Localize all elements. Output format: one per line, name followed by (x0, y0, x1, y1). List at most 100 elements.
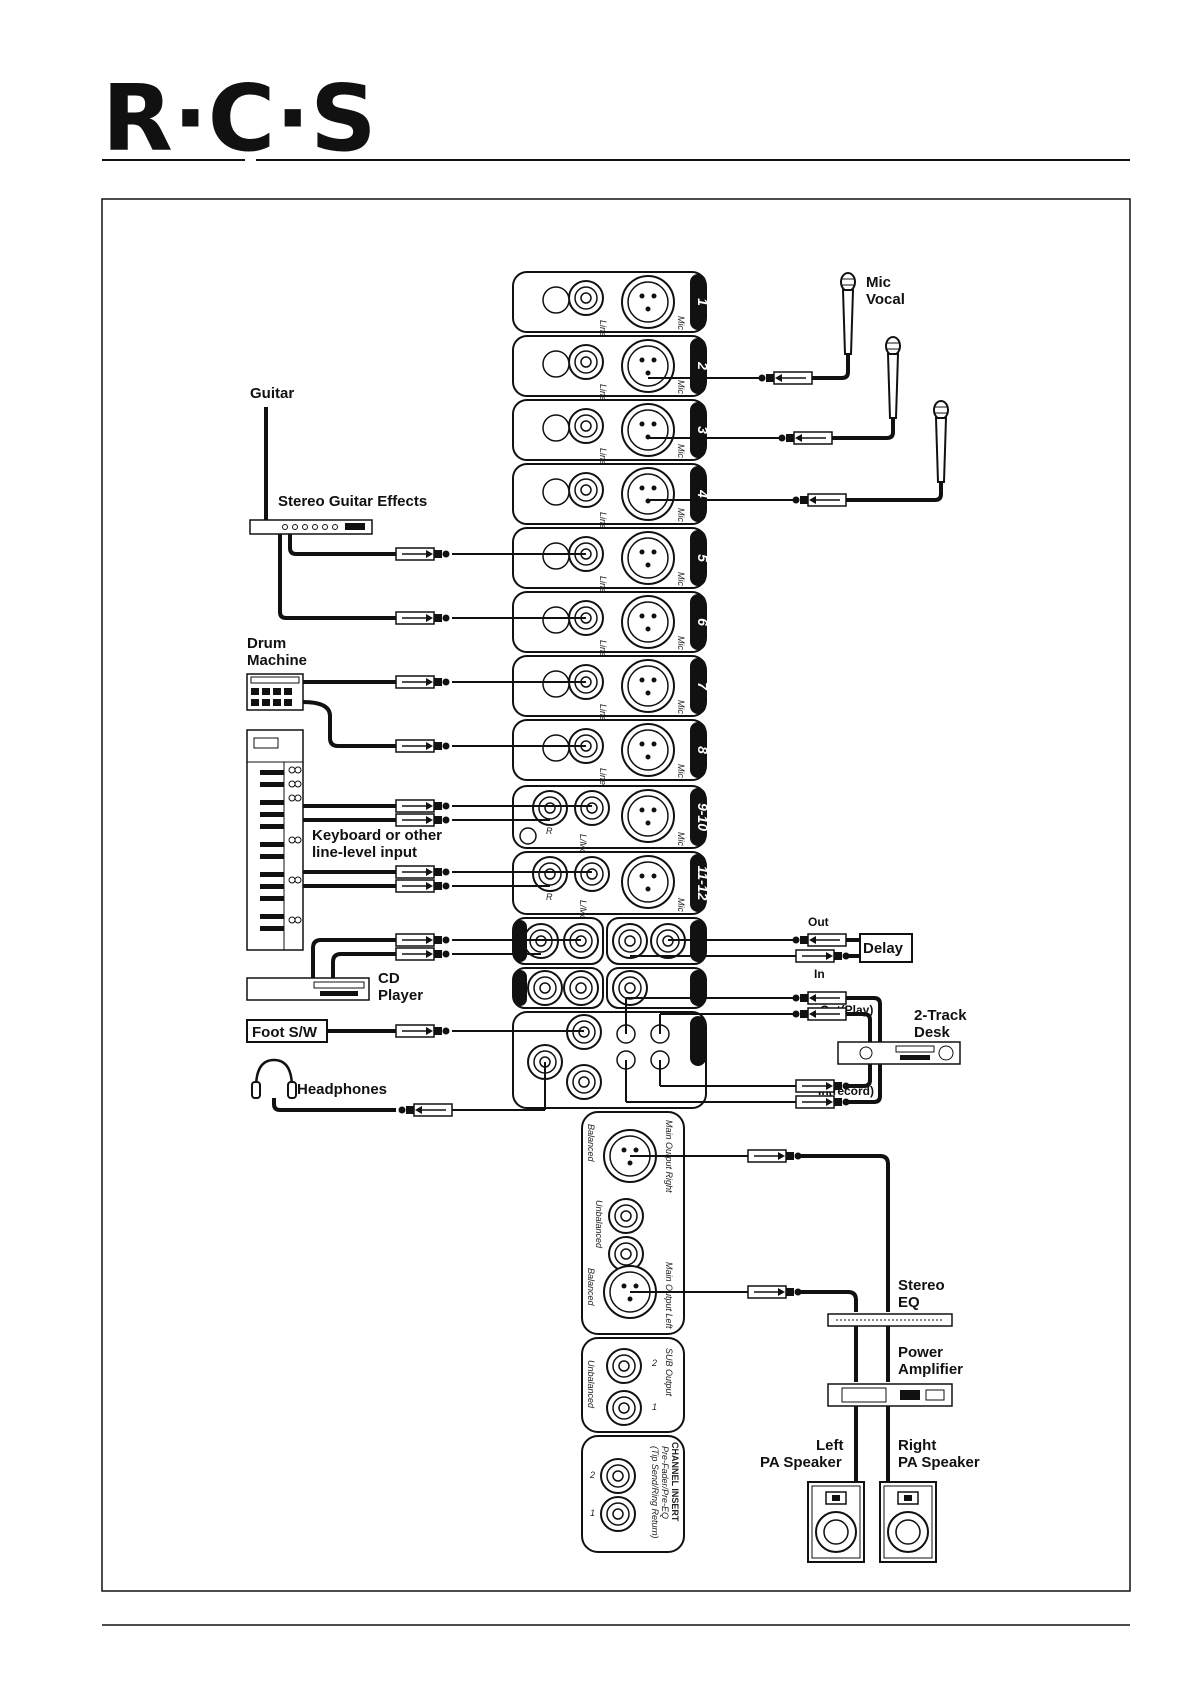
line-text: Line (598, 576, 608, 593)
stereo-line-and-aux-strip (512, 967, 707, 1009)
mic-label: Mic (866, 274, 891, 291)
line-text: Line (598, 768, 608, 785)
mic-text: Mic (676, 832, 686, 846)
right-pa-speaker-label: PA Speaker (898, 1454, 980, 1471)
channel-strip-4: 4 Line Mic (512, 463, 711, 529)
channel-strip-9-10: 9-10 R L/Mono Mic (512, 785, 711, 864)
cd-label: CD (378, 970, 400, 987)
channel-number: 6 (695, 618, 711, 626)
stereo-guitar-effects-label: Stereo Guitar Effects (278, 493, 427, 510)
two-track-label: 2-Track (914, 1007, 967, 1024)
insert-sub2: (Tip Send/Ring Return) (650, 1446, 660, 1538)
sub-1-text: 1 (652, 1402, 657, 1412)
right-pa-speaker (879, 1481, 937, 1563)
channel-strip-1: 1 Line Mic (512, 271, 711, 337)
diagram-frame (101, 198, 1131, 1592)
channel-strip-3: 3 Line Mic (512, 399, 711, 465)
keyboard-group: Keyboard or other line-level input (246, 729, 592, 951)
delay-out-label: Out (808, 915, 829, 929)
mixer-front-panel: 1 Line Mic 2 Line Mic 3 Line Mic (512, 271, 711, 1109)
delay-in-label: In (814, 967, 825, 981)
player-label: Player (378, 987, 423, 1004)
stereo-eq-label: Stereo (898, 1277, 945, 1294)
channel-number: 5 (695, 554, 711, 562)
line-text: Line (598, 448, 608, 465)
mic-text: Mic (676, 508, 686, 522)
stereo-eq-unit (827, 1313, 953, 1327)
delay-label: Delay (863, 940, 904, 957)
headphones-icon (251, 1058, 297, 1099)
unbalanced-text: Unbalanced (586, 1360, 596, 1409)
main-output-chain: Stereo EQ Power Amplifier Left PA Speake… (630, 1149, 980, 1563)
line-text: Line (598, 704, 608, 721)
mic-text: Mic (676, 316, 686, 330)
two-track-desk-unit (837, 1041, 961, 1065)
lmono-text: L/Mono (578, 900, 588, 930)
r-text: R (546, 826, 553, 836)
guitar-label: Guitar (250, 385, 294, 402)
channel-number: 7 (695, 682, 711, 691)
drum-label: Drum (247, 635, 286, 652)
mixer-rear-panel: Main Output Right Main Output Left Balan… (581, 1111, 685, 1553)
mic-text: Mic (676, 898, 686, 912)
line-text: Line (598, 512, 608, 529)
foot-switch-label: Foot S/W (252, 1024, 318, 1041)
mic-text: Mic (676, 380, 686, 394)
power-label: Power (898, 1344, 943, 1361)
channel-strip-6: 6 Line Mic (512, 591, 711, 657)
left-pa-speaker-label: PA Speaker (760, 1454, 842, 1471)
two-track-desk-group: 2-Track Desk Out(Play) In(record) (625, 991, 967, 1109)
drum-machine-group: Drum Machine (246, 635, 586, 753)
channel-strip-5: 5 Line Mic (512, 527, 711, 593)
vocal-microphones: Mic Vocal (648, 272, 949, 507)
channel-strip-8: 8 Line Mic (512, 719, 711, 785)
channel-number: 9-10 (695, 803, 711, 831)
channel-number: 1 (695, 298, 711, 306)
sub-output-text: SUB Output (664, 1348, 674, 1397)
line-text: Line (598, 320, 608, 337)
channel-strip-7: 7 Line Mic (512, 655, 711, 721)
channel-strip-11-12: 11-12 R L/Mono Mic (512, 851, 711, 930)
insert-1-text: 1 (590, 1508, 595, 1518)
channel-number: 2 (695, 361, 711, 370)
main-left-text: Main Output Left (664, 1262, 674, 1329)
headphones-group: Headphones (251, 1058, 546, 1117)
unbalanced-text: Unbalanced (594, 1200, 604, 1249)
mic-text: Mic (676, 444, 686, 458)
right-label: Right (898, 1437, 936, 1454)
channel-number: 4 (695, 489, 711, 498)
channel-number: 8 (695, 746, 711, 754)
balanced-text: Balanced (586, 1124, 596, 1163)
vocal-label: Vocal (866, 291, 905, 308)
insert-sub: Pre-Fader/Pre-EQ (660, 1446, 670, 1519)
eq-label: EQ (898, 1294, 920, 1311)
mic-text: Mic (676, 764, 686, 778)
delay-group: Delay Out In (630, 915, 913, 981)
left-pa-speaker (807, 1481, 865, 1563)
headphones-label: Headphones (297, 1081, 387, 1098)
foot-switch-group: Foot S/W (246, 1019, 584, 1043)
machine-label: Machine (247, 652, 307, 669)
amplifier-label: Amplifier (898, 1361, 963, 1378)
line-level-label: line-level input (312, 844, 417, 861)
left-label: Left (816, 1437, 844, 1454)
lmono-text: L/Mono (578, 834, 588, 864)
r-text: R (546, 892, 553, 902)
insert-2-text: 2 (589, 1470, 595, 1480)
rcs-logo: R·C·S (102, 65, 377, 172)
mic-text: Mic (676, 636, 686, 650)
line-text: Line (598, 384, 608, 401)
mic-text: Mic (676, 572, 686, 586)
cd-player-unit (246, 977, 370, 1001)
insert-title: CHANNEL INSERT (670, 1442, 680, 1522)
keyboard-label: Keyboard or other (312, 827, 442, 844)
guitar-group: Guitar Stereo Guitar Effects (249, 385, 586, 625)
cd-player-group: CD Player (246, 933, 581, 1004)
logo-text: R·C·S (102, 65, 377, 172)
power-amplifier-unit (827, 1383, 953, 1407)
channel-number: 3 (695, 426, 711, 434)
channel-strip-2: 2 Line Mic (512, 335, 711, 401)
drum-machine-unit (246, 673, 304, 711)
monitor-2tr-strip (512, 1011, 707, 1109)
